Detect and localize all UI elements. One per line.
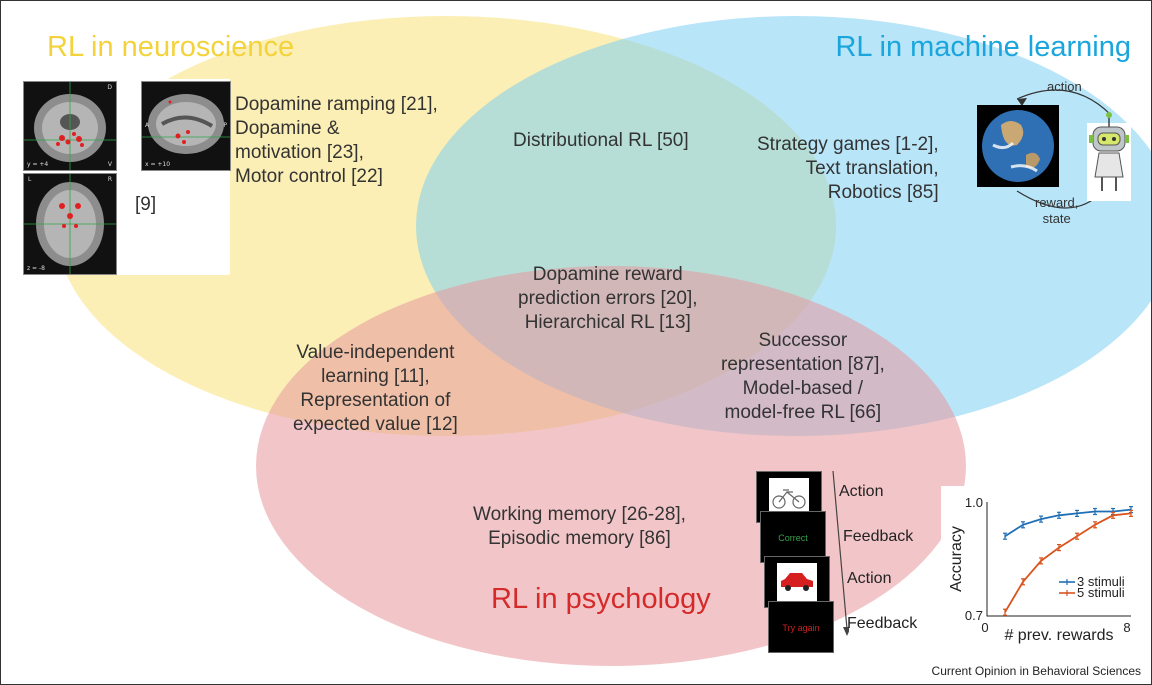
machine-learning-only-label: Strategy games [1-2], Text translation, … [757,134,939,203]
reward-state-label: reward, state [1035,195,1079,226]
y-tick-label: 0.7 [965,608,983,623]
sequence-label-feedback-2: Feedback [847,615,918,632]
legend-entry: 5 stimuli [1077,585,1125,600]
sequence-label-feedback-1: Feedback [843,528,914,545]
journal-footer: Current Opinion in Behavioral Sciences [931,664,1141,678]
y-tick-label: 1.0 [965,495,983,510]
sequence-arrow [832,471,849,636]
neuroscience-reference-label: [9] [135,194,157,215]
car-icon [777,563,817,601]
y-axis-label: Accuracy [948,526,965,592]
series-line [1004,512,1132,613]
action-label: action [1047,79,1082,94]
axial-brain-scan: L R z = -8 [23,173,117,275]
task-screen-correct: Correct [760,511,826,563]
sequence-label-action-1: Action [839,483,884,500]
neuroscience-only-label: Dopamine ramping [21], Dopamine & motiva… [235,94,438,187]
earth-icon [977,105,1059,187]
neuroscience-title: RL in neuroscience [47,31,295,63]
agent-loop [977,89,1131,209]
correct-feedback-text: Correct [778,533,808,543]
axial-label-l: L [28,176,32,183]
x-tick-label: 0 [981,620,988,635]
sagittal-label-x: x = +10 [145,161,171,168]
sequence-label-action-2: Action [847,570,892,587]
task-screen-try-again: Try again [768,601,834,653]
try-again-feedback-text: Try again [782,623,820,633]
robot-icon [1087,112,1131,201]
chart-axes [986,502,1131,617]
ml-psych-overlap-label: Successor representation [87], Model-bas… [721,330,885,423]
sagittal-brain-scan: A P x = +10 [141,81,231,171]
axial-label-z: z = -8 [27,265,45,272]
series-line [1004,508,1132,537]
all-three-overlap-label: Dopamine reward prediction errors [20], … [518,264,698,333]
coronal-label-d: D [107,84,112,91]
legend-entry: 3 stimuli [1077,574,1125,589]
psychology-only-label: Working memory [26-28], Episodic memory … [473,504,686,549]
neuro-ml-overlap-label: Distributional RL [50] [513,130,689,151]
bicycle-icon [769,478,809,516]
sagittal-label-p: P [223,122,227,129]
coronal-brain-scan: D y = +4 V [23,81,117,171]
coronal-label-y: y = +4 [27,161,49,168]
action-arrow [1016,89,1112,116]
machine-learning-title: RL in machine learning [835,31,1131,63]
task-screen-car [764,556,830,608]
sagittal-label-a: A [145,122,150,129]
x-axis-label: # prev. rewards [1004,627,1113,644]
accuracy-chart: 1.0 0.70 8 # prev. rewards Accuracy 3 stimuli… [941,486,1146,661]
axial-label-r: R [107,176,112,183]
x-tick-label: 8 [1123,620,1130,635]
neuro-psych-overlap-label: Value-independent learning [11], Represe… [293,342,458,435]
coronal-label-v: V [107,161,112,168]
psychology-title: RL in psychology [491,583,711,615]
